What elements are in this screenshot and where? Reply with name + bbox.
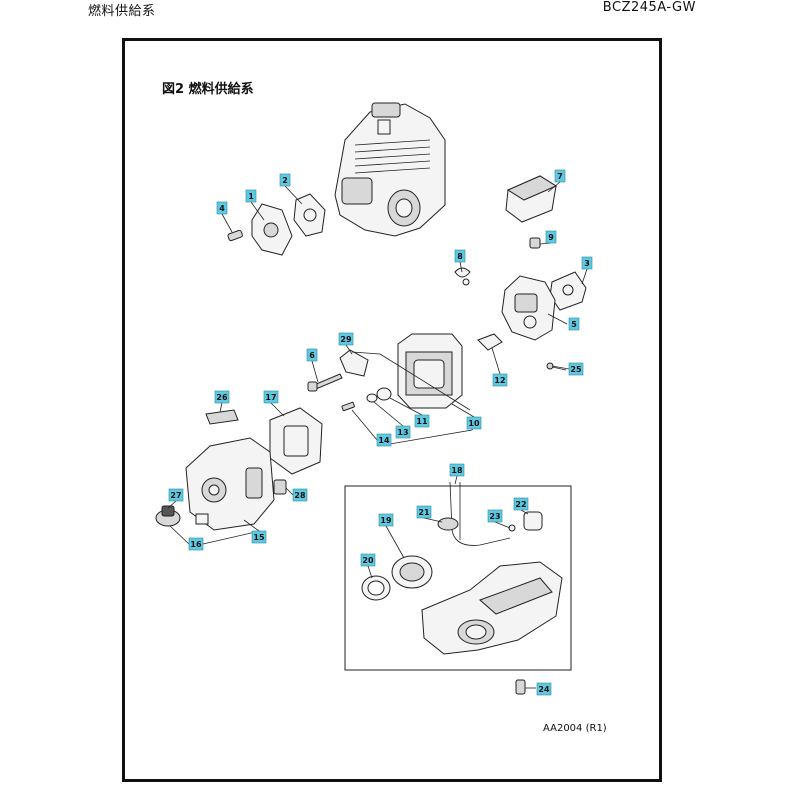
callout-8: 8 (454, 249, 466, 263)
callout-number: 26 (216, 393, 228, 402)
callout-number: 20 (362, 556, 374, 565)
callout-18: 18 (449, 463, 465, 477)
callout-25: 25 (568, 362, 584, 376)
callout-28: 28 (292, 488, 308, 502)
callout-number: 23 (489, 512, 500, 521)
callout-number: 19 (380, 516, 392, 525)
callout-5: 5 (568, 317, 580, 331)
callout-19: 19 (378, 513, 394, 527)
callout-27: 27 (168, 488, 184, 502)
part-7-cover (505, 175, 558, 223)
callout-24: 24 (536, 682, 552, 696)
callout-26: 26 (214, 390, 230, 404)
callout-number: 6 (309, 351, 315, 360)
callout-number: 11 (416, 417, 428, 426)
callout-12: 12 (492, 373, 508, 387)
callout-number: 16 (190, 540, 202, 549)
callout-number: 27 (170, 491, 181, 500)
part-10-air-cleaner-case (397, 333, 463, 409)
callout-10: 10 (466, 416, 482, 430)
callout-29: 29 (338, 332, 354, 346)
callout-number: 28 (294, 491, 306, 500)
callout-number: 12 (494, 376, 505, 385)
part-2-gasket (293, 193, 326, 237)
callout-number: 10 (468, 419, 480, 428)
document-code: AA2004 (R1) (543, 723, 607, 734)
callout-labels: 1234567891011121314151617181920212223242… (168, 169, 593, 696)
callout-number: 5 (571, 320, 577, 329)
callout-number: 29 (340, 335, 352, 344)
engine-block (334, 102, 446, 237)
callout-number: 15 (253, 533, 265, 542)
callout-7: 7 (554, 169, 566, 183)
callout-23: 23 (487, 509, 503, 523)
callout-number: 13 (397, 428, 408, 437)
callout-number: 2 (282, 176, 288, 185)
callout-15: 15 (251, 530, 267, 544)
callout-2: 2 (279, 173, 291, 187)
callout-17: 17 (263, 390, 279, 404)
header-left-title: 燃料供給系 (88, 4, 156, 19)
part-3-gasket (549, 271, 587, 311)
figure-title: 図2 燃料供給系 (162, 82, 254, 97)
callout-22: 22 (513, 497, 529, 511)
fuel-tank-assembly-box (344, 485, 572, 671)
part-19-tank-cap (391, 555, 433, 589)
part-14-screw (341, 401, 355, 412)
callout-number: 4 (219, 204, 225, 213)
part-12-elbow (477, 333, 503, 351)
callout-number: 9 (548, 233, 554, 242)
part-4-bolt (227, 229, 243, 242)
callout-11: 11 (414, 414, 430, 428)
part-24-bolt (515, 679, 536, 695)
part-13-ring (366, 393, 378, 403)
part-18-fuel-pipe (449, 481, 511, 546)
callout-number: 18 (451, 466, 463, 475)
fuel-tank (421, 561, 563, 655)
part-26-label (205, 409, 239, 425)
callout-6: 6 (306, 348, 318, 362)
callout-number: 7 (557, 172, 563, 181)
part-20-gasket-ring (361, 575, 391, 601)
callout-16: 16 (188, 537, 204, 551)
part-9-nut (529, 237, 541, 249)
callout-14: 14 (376, 433, 392, 447)
part-21-grommet (437, 517, 459, 531)
callout-number: 22 (515, 500, 526, 509)
part-22-fuel-filter (523, 511, 543, 531)
callout-number: 14 (378, 436, 390, 445)
part-8-clip (454, 267, 471, 286)
callout-number: 8 (457, 252, 463, 261)
callout-number: 21 (418, 508, 430, 517)
part-28-plate (273, 479, 287, 495)
callout-9: 9 (545, 230, 557, 244)
part-16-knob (155, 505, 181, 527)
part-11-washer (376, 387, 392, 401)
callout-number: 3 (584, 259, 590, 268)
header-model-number: BCZ245A-GW (602, 0, 696, 15)
part-17-air-filter (269, 407, 323, 475)
callout-20: 20 (360, 553, 376, 567)
part-5-carburetor (501, 275, 556, 341)
callout-1: 1 (245, 189, 257, 203)
callout-21: 21 (416, 505, 432, 519)
callout-number: 1 (248, 192, 254, 201)
callout-number: 25 (570, 365, 582, 374)
callout-3: 3 (581, 256, 593, 270)
part-29-bracket (339, 349, 369, 377)
part-25-screw (546, 362, 567, 371)
part-27-sponge (195, 513, 209, 525)
callout-number: 17 (265, 393, 276, 402)
callout-number: 24 (538, 685, 550, 694)
callout-4: 4 (216, 201, 228, 215)
part-6-long-bolt (307, 373, 343, 392)
diagram-frame (122, 38, 662, 782)
callout-13: 13 (395, 425, 411, 439)
